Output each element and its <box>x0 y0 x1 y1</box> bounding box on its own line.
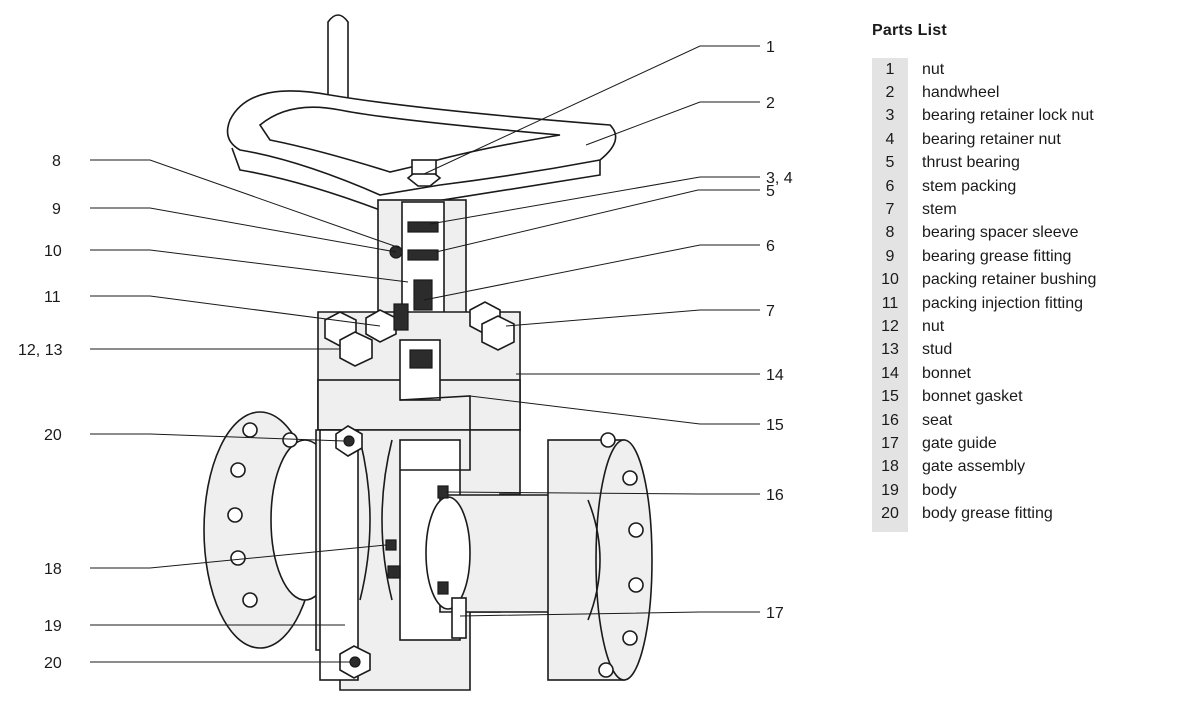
part-name: packing injection fitting <box>922 294 1083 312</box>
gate-guide <box>451 597 467 639</box>
part-name: stem packing <box>922 177 1017 195</box>
top-nut <box>406 159 442 187</box>
part-number: 6 <box>885 177 895 195</box>
part-number: 3 <box>885 107 895 125</box>
handwheel <box>226 90 617 211</box>
packing-injection-fitting <box>365 303 409 343</box>
parts-list-item: 7 stem <box>872 198 1201 221</box>
right-pipe <box>425 432 653 681</box>
part-number: 17 <box>881 434 899 452</box>
parts-list: 1 nut 2 handwheel 3 bearing retainer lock nut… <box>872 58 1201 532</box>
callout-18: 18 <box>44 561 62 578</box>
callout-15: 15 <box>766 417 784 434</box>
callout-8: 8 <box>52 153 61 170</box>
part-name: bearing grease fitting <box>922 247 1072 265</box>
part-name: body grease fitting <box>922 505 1053 523</box>
part-number: 13 <box>881 341 899 359</box>
part-number: 11 <box>881 294 899 312</box>
part-number: 7 <box>885 201 895 219</box>
parts-list-item: 8 bearing spacer sleeve <box>872 222 1201 245</box>
part-number: 8 <box>885 224 895 242</box>
bonnet-yoke <box>377 199 467 323</box>
callout-7: 7 <box>766 303 775 320</box>
parts-list-item: 18 gate assembly <box>872 456 1201 479</box>
part-name: nut <box>922 317 945 335</box>
callout-10: 10 <box>44 243 62 260</box>
parts-list-item: 16 seat <box>872 409 1201 432</box>
part-name: gate guide <box>922 434 997 452</box>
parts-list-item: 9 bearing grease fitting <box>872 245 1201 268</box>
part-number: 14 <box>881 364 899 382</box>
part-name: bonnet gasket <box>922 388 1023 406</box>
parts-list-item: 1 nut <box>872 58 1201 81</box>
body-grease-fitting-top <box>335 425 363 457</box>
part-number: 15 <box>881 388 899 406</box>
gate-valve-diagram: 8 9 10 11 12, 13 20 18 19 20 1 2 3, 4 5 … <box>18 14 793 691</box>
part-number: 2 <box>885 84 895 102</box>
part-number: 4 <box>885 130 895 148</box>
callout-11: 11 <box>44 289 61 306</box>
part-name: handwheel <box>922 84 1000 102</box>
part-name: bearing spacer sleeve <box>922 224 1079 242</box>
callout-6: 6 <box>766 238 775 255</box>
part-name: stem <box>922 201 957 219</box>
callout-2: 2 <box>766 95 775 112</box>
parts-list-item: 12 nut <box>872 315 1201 338</box>
callout-20-top: 20 <box>44 427 62 444</box>
callout-1: 1 <box>766 39 775 56</box>
callout-12-13: 12, 13 <box>18 342 63 359</box>
parts-list-item: 10 packing retainer bushing <box>872 269 1201 292</box>
part-number: 20 <box>881 505 899 523</box>
part-name: body <box>922 481 957 499</box>
part-name: seat <box>922 411 953 429</box>
parts-list-item: 19 body <box>872 479 1201 502</box>
parts-list-item: 5 thrust bearing <box>872 152 1201 175</box>
parts-list-item: 17 gate guide <box>872 432 1201 455</box>
part-name: stud <box>922 341 953 359</box>
parts-list-item: 3 bearing retainer lock nut <box>872 105 1201 128</box>
number-column-background <box>872 58 908 532</box>
callout-17: 17 <box>766 605 784 622</box>
gate-assembly <box>359 439 401 601</box>
callout-19: 19 <box>44 618 62 635</box>
part-number: 9 <box>885 247 895 265</box>
part-name: gate assembly <box>922 458 1026 476</box>
bonnet-nuts <box>324 301 515 367</box>
parts-list-item: 13 stud <box>872 339 1201 362</box>
leader-lines-left <box>90 159 409 663</box>
parts-list-item: 2 handwheel <box>872 81 1201 104</box>
part-name: packing retainer bushing <box>922 271 1097 289</box>
part-number: 12 <box>881 317 899 335</box>
parts-list-title: Parts List <box>872 22 947 39</box>
part-number: 1 <box>885 60 895 78</box>
callout-5: 5 <box>766 183 775 200</box>
part-number: 5 <box>885 154 895 172</box>
parts-list-item: 15 bonnet gasket <box>872 385 1201 408</box>
callouts-left: 8 9 10 11 12, 13 20 18 19 20 <box>18 153 63 672</box>
callout-14: 14 <box>766 367 784 384</box>
part-name: nut <box>922 60 945 78</box>
callout-16: 16 <box>766 487 784 504</box>
part-number: 18 <box>881 458 899 476</box>
leader-lines-right <box>423 45 760 617</box>
parts-list-panel: Parts List 1 nut 2 handwheel 3 bearing retain… <box>872 22 1201 532</box>
part-name: thrust bearing <box>922 154 1020 172</box>
part-number: 19 <box>881 481 899 499</box>
parts-list-item: 20 body grease fitting <box>872 502 1201 525</box>
callouts-right: 1 2 3, 4 5 6 7 14 15 16 17 <box>766 39 793 622</box>
callout-20-bottom: 20 <box>44 655 62 672</box>
part-name: bearing retainer lock nut <box>922 107 1094 125</box>
part-number: 16 <box>881 411 899 429</box>
parts-list-item: 14 bonnet <box>872 362 1201 385</box>
parts-list-item: 6 stem packing <box>872 175 1201 198</box>
callout-3-4: 3, 4 <box>766 170 793 187</box>
parts-list-item: 11 packing injection fitting <box>872 292 1201 315</box>
parts-list-item: 4 bearing retainer nut <box>872 128 1201 151</box>
callout-9: 9 <box>52 201 61 218</box>
part-number: 10 <box>881 271 899 289</box>
part-name: bonnet <box>922 364 971 382</box>
part-name: bearing retainer nut <box>922 130 1061 148</box>
